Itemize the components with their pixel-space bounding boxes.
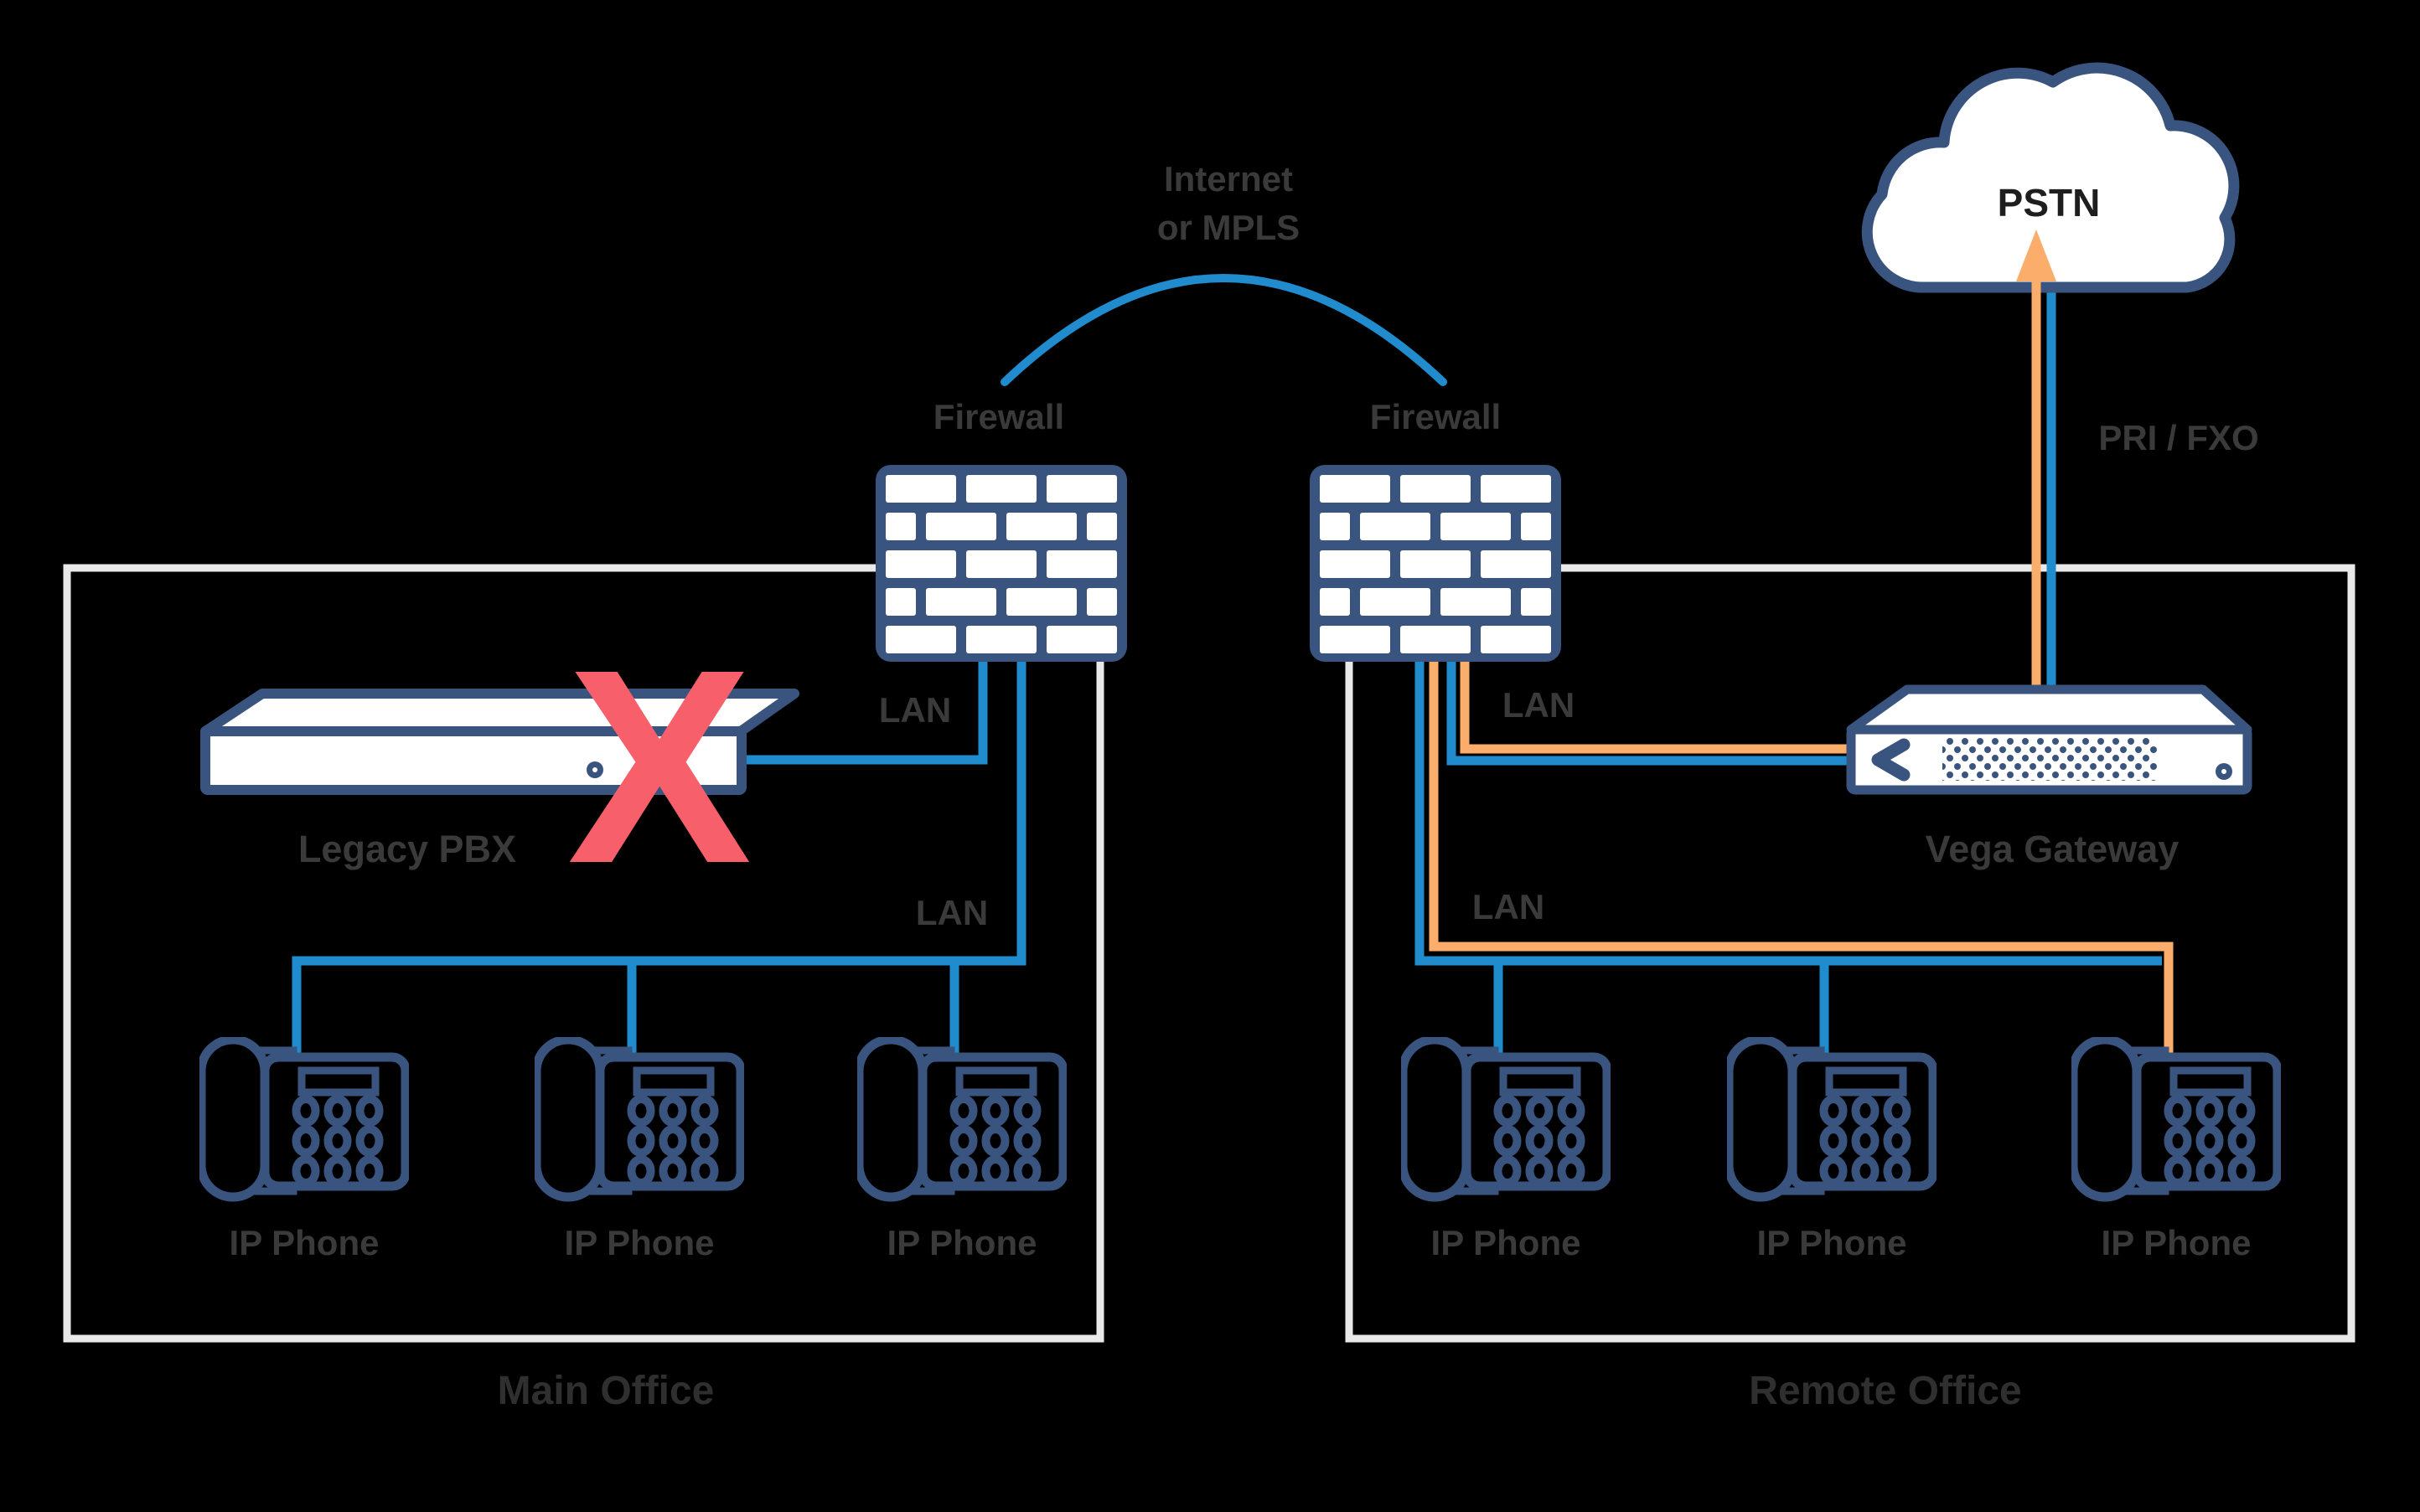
ip-phone-icon-remote-3 (2073, 1040, 2278, 1197)
ip-phone-label-remote-1: IP Phone (1431, 1223, 1581, 1262)
wan-label-line1: Internet (1164, 159, 1293, 199)
ip-phone-icon-main-3 (859, 1040, 1063, 1197)
legacy-pbx-icon (200, 689, 799, 795)
lan-label-remote-bottom: LAN (1472, 887, 1544, 926)
ip-phone-label-main-1: IP Phone (230, 1223, 380, 1262)
ip-phone-icon-main-2 (536, 1040, 741, 1197)
firewall-label-remote: Firewall (1370, 397, 1501, 436)
trunk-line-remote-backbone (1429, 660, 2174, 1059)
pstn-cloud-icon (1861, 62, 2240, 293)
arrow-up-icon (2016, 230, 2056, 281)
lan-line-firewall-to-pbx (717, 660, 988, 765)
firewall-label-main: Firewall (933, 397, 1064, 436)
vega-gateway-icon (1846, 684, 2252, 795)
main-office-box (63, 564, 1104, 1343)
trunk-lines-orange (1429, 660, 2174, 1059)
legacy-pbx-label: Legacy PBX (298, 828, 516, 870)
main-office-title: Main Office (498, 1369, 715, 1413)
vent-dots (1942, 738, 2157, 781)
firewall-icon-main (876, 465, 1127, 662)
wan-arc (1001, 274, 1447, 386)
lan-line-remote-backbone (1414, 660, 2162, 966)
ip-phone-label-remote-2: IP Phone (1757, 1223, 1907, 1262)
lan-lines-blue (292, 251, 2162, 1059)
firewall-icon-remote (1310, 465, 1561, 662)
remote-office-title: Remote Office (1749, 1369, 2021, 1413)
wan-label-line2: or MPLS (1157, 208, 1300, 247)
disconnected-x-icon: X (567, 612, 753, 921)
lan-label-remote-top: LAN (1502, 685, 1575, 725)
ip-phone-label-main-3: IP Phone (887, 1223, 1037, 1262)
trunk-arrow-to-pstn (2016, 230, 2056, 712)
lan-line-firewall-to-gateway (1446, 660, 1855, 766)
remote-office-box (1345, 564, 2355, 1343)
vega-gateway-label: Vega Gateway (1926, 828, 2180, 870)
trunk-label: PRI / FXO (2098, 418, 2258, 457)
lan-label-main-top: LAN (879, 690, 951, 730)
ip-phone-icon-remote-1 (1403, 1040, 1607, 1197)
chevron-left-icon (1871, 738, 1911, 782)
ip-phone-icon-main-1 (201, 1040, 406, 1197)
lan-line-main-backbone (292, 660, 1026, 1059)
ip-phone-icon-remote-2 (1729, 1040, 1933, 1197)
ip-phone-label-remote-3: IP Phone (2102, 1223, 2252, 1262)
ip-phone-label-main-2: IP Phone (565, 1223, 715, 1262)
pstn-label: PSTN (1998, 181, 2101, 224)
trunk-line-firewall-to-gateway (1460, 660, 1855, 754)
lan-label-main-bottom: LAN (916, 893, 988, 932)
